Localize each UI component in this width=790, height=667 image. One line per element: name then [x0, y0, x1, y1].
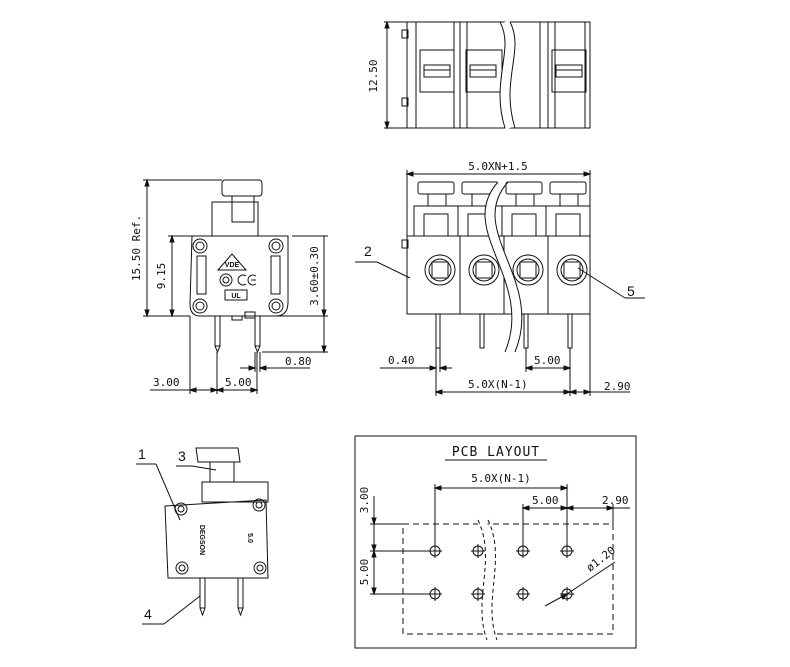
dim-pcb-top-offset: 3.00: [358, 487, 371, 514]
dim-front-pin-spacing: 5.00: [534, 354, 561, 367]
hole: [516, 587, 530, 601]
callout-1: 1: [138, 446, 146, 462]
top-view: [384, 19, 591, 130]
callout-4: 4: [144, 606, 152, 622]
callout-5: 5: [627, 283, 635, 299]
iso-body: [164, 499, 269, 579]
ul-mark: UL: [231, 293, 241, 300]
dim-offset-left: 3.00: [153, 376, 180, 389]
front-view: [355, 170, 645, 396]
dim-pin-height: 3.60±0.30: [308, 246, 321, 306]
side-view-body: [189, 235, 289, 317]
dim-pcb-pitch: 5.00: [532, 494, 559, 507]
pcb-outline: [402, 523, 614, 635]
dim-pin-thickness: 0.80: [285, 355, 312, 368]
dim-pcb-end: 2.90: [602, 494, 629, 507]
dim-pcb-pitch-formula: 5.0X(N-1): [471, 472, 531, 485]
iso-view: [136, 447, 269, 625]
vde-mark: VDE: [225, 262, 240, 269]
dim-front-pitch: 5.0X(N-1): [468, 378, 528, 391]
top-view-tab: [401, 97, 409, 107]
rating-mark: 5.0: [246, 533, 253, 543]
top-view-tab: [401, 29, 409, 39]
pcb-layout: [354, 435, 637, 649]
callout-2: 2: [364, 243, 372, 259]
pcb-layout-frame: [354, 435, 637, 649]
dim-pcb-row-spacing: 5.00: [358, 559, 371, 586]
dim-top-height: 12.50: [367, 59, 380, 92]
dim-body-height: 9.15: [155, 263, 168, 290]
dim-overall-height: 15.50 Ref.: [130, 215, 143, 281]
dim-side-pin-spacing: 5.00: [225, 376, 252, 389]
dim-front-width: 5.0XN+1.5: [468, 160, 528, 173]
dim-pin-width: 0.40: [388, 354, 415, 367]
dim-front-end: 2.90: [604, 380, 631, 393]
top-view-body: [406, 21, 591, 129]
brand-mark: DEGSON: [198, 525, 205, 555]
hole: [471, 544, 485, 558]
pcb-layout-title: PCB LAYOUT: [452, 445, 540, 460]
callout-3: 3: [178, 448, 186, 464]
pcb-holes: [428, 544, 574, 601]
side-view: [143, 178, 328, 394]
hole: [471, 587, 485, 601]
